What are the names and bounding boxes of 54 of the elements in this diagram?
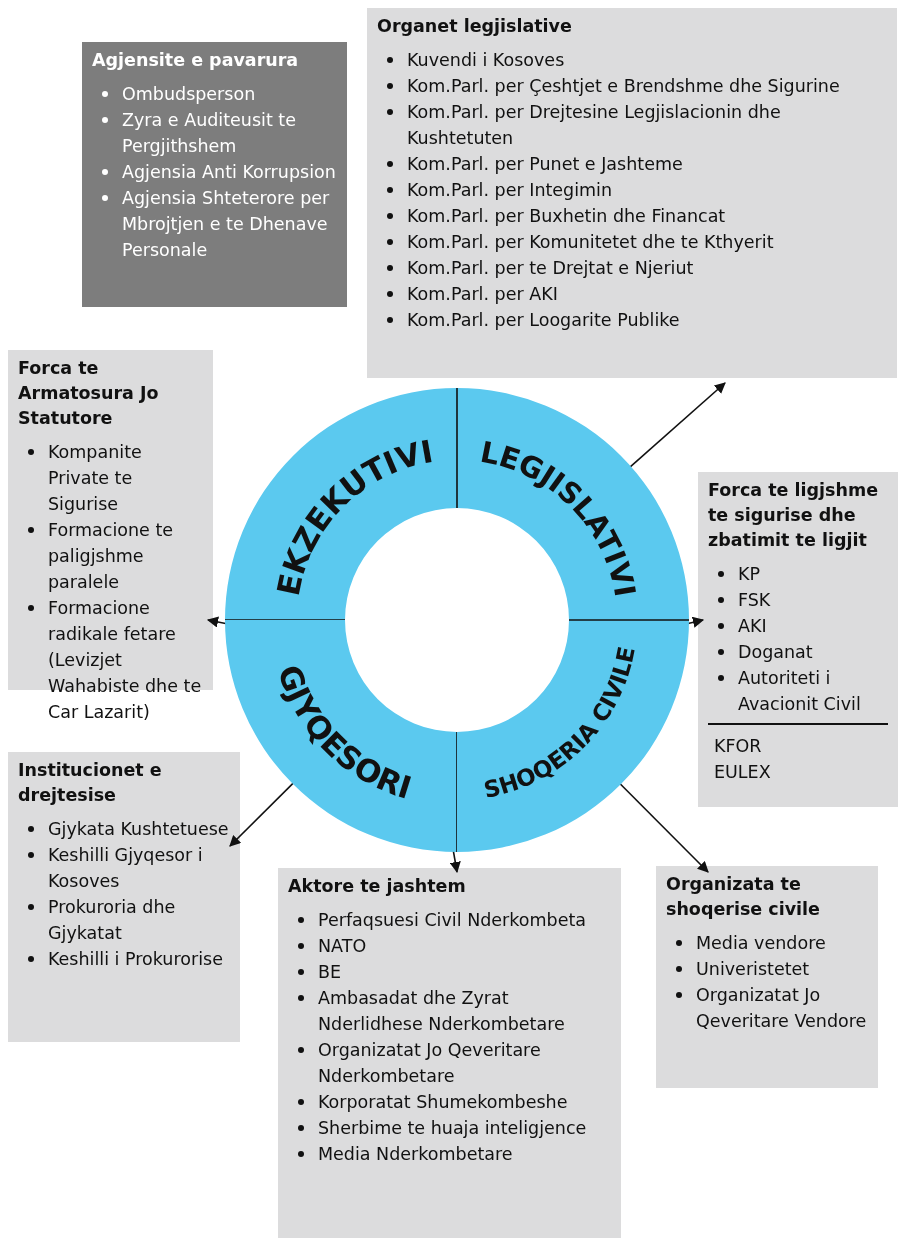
ring-segment	[457, 619, 689, 852]
category-box	[8, 752, 240, 1042]
bullet-item: Agjensia Shteterore per Mbrojtjen e te Dhenave Personale	[92, 185, 337, 263]
bullet-item: Sherbime te huaja inteligjence	[288, 1115, 611, 1141]
bullet-item: Kom.Parl. per Punet e Jashteme	[377, 151, 887, 177]
bullet-item: Formacione te paligjshme paralele	[18, 517, 203, 595]
bullet-item: Prokuroria dhe Gjykatat	[18, 894, 230, 946]
bullet-item: Zyra e Auditeusit te Pergjithshem	[92, 107, 337, 159]
bullet-item: Keshilli Gjyqesor i Kosoves	[18, 842, 230, 894]
bullet-item: Kom.Parl. per Komunitetet dhe te Kthyerit	[377, 229, 887, 255]
bullet-item: Doganat	[708, 639, 888, 665]
bullet-item: Kom.Parl. per te Drejtat e Njeriut	[377, 255, 887, 281]
box-heading: Forca te ligjshme te sigurise dhe zbatimit te ligjit	[708, 479, 879, 552]
category-box	[367, 8, 897, 378]
bullet-item: Ambasadat dhe Zyrat Nderlidhese Nderkombetare	[288, 985, 611, 1037]
bullet-item: Kompanite Private te Sigurise	[18, 439, 203, 517]
bullet-item: Korporatat Shumekombeshe	[288, 1089, 611, 1115]
box-heading: Organizata te shoqerise civile	[666, 873, 821, 921]
bullet-item: Kom.Parl. per Drejtesine Legjislacionin dhe Kushtetuten	[377, 99, 887, 151]
bullet-item: NATO	[288, 933, 611, 959]
bullet-item: Ombudsperson	[92, 81, 337, 107]
bullet-item: Autoriteti i Avacionit Civil	[708, 665, 888, 717]
category-box	[656, 866, 878, 1088]
box-heading: Forca te Armatosura Jo Statutore	[18, 357, 160, 430]
bullet-item: Organizatat Jo Qeveritare Vendore	[666, 982, 868, 1034]
bullet-item: Media Nderkombetare	[288, 1141, 611, 1167]
box-heading: Organet legjislative	[377, 15, 573, 38]
bullet-item: Univeristetet	[666, 956, 868, 982]
bullet-item: Kom.Parl. per Çeshtjet e Brendshme dhe Sigurine	[377, 73, 887, 99]
bullet-item: Kom.Parl. per Buxhetin dhe Financat	[377, 203, 887, 229]
bullet-item: Kom.Parl. per Loogarite Publike	[377, 307, 887, 333]
bullet-item: Media vendore	[666, 930, 868, 956]
category-box	[82, 42, 347, 307]
bullet-item: KP	[708, 561, 888, 587]
bullet-item: Agjensia Anti Korrupsion	[92, 159, 337, 185]
bullet-item: BE	[288, 959, 611, 985]
bullet-item: Kuvendi i Kosoves	[377, 47, 887, 73]
category-box	[698, 472, 898, 807]
bullet-item: Formacione radikale fetare (Levizjet Wahabiste dhe te Car Lazarit)	[18, 595, 203, 725]
arrow	[627, 382, 726, 470]
list-text: KFOR	[713, 735, 763, 758]
box-heading: Agjensite e pavarura	[92, 49, 300, 72]
bullet-item: Organizatat Jo Qeveritare Nderkombetare	[288, 1037, 611, 1089]
bullet-item: Keshilli i Prokurorise	[18, 946, 230, 972]
list-text: EULEX	[713, 761, 772, 784]
bullet-item: Kom.Parl. per AKI	[377, 281, 887, 307]
bullet-item: AKI	[708, 613, 888, 639]
bullet-item: Kom.Parl. per Integimin	[377, 177, 887, 203]
ring-segment	[225, 388, 457, 621]
bullet-item: FSK	[708, 587, 888, 613]
category-box	[278, 868, 621, 1238]
box-heading: Aktore te jashtem	[288, 875, 467, 898]
bullet-item: Perfaqsuesi Civil Nderkombeta	[288, 907, 611, 933]
box-heading: Institucionet e drejtesise	[18, 759, 163, 807]
